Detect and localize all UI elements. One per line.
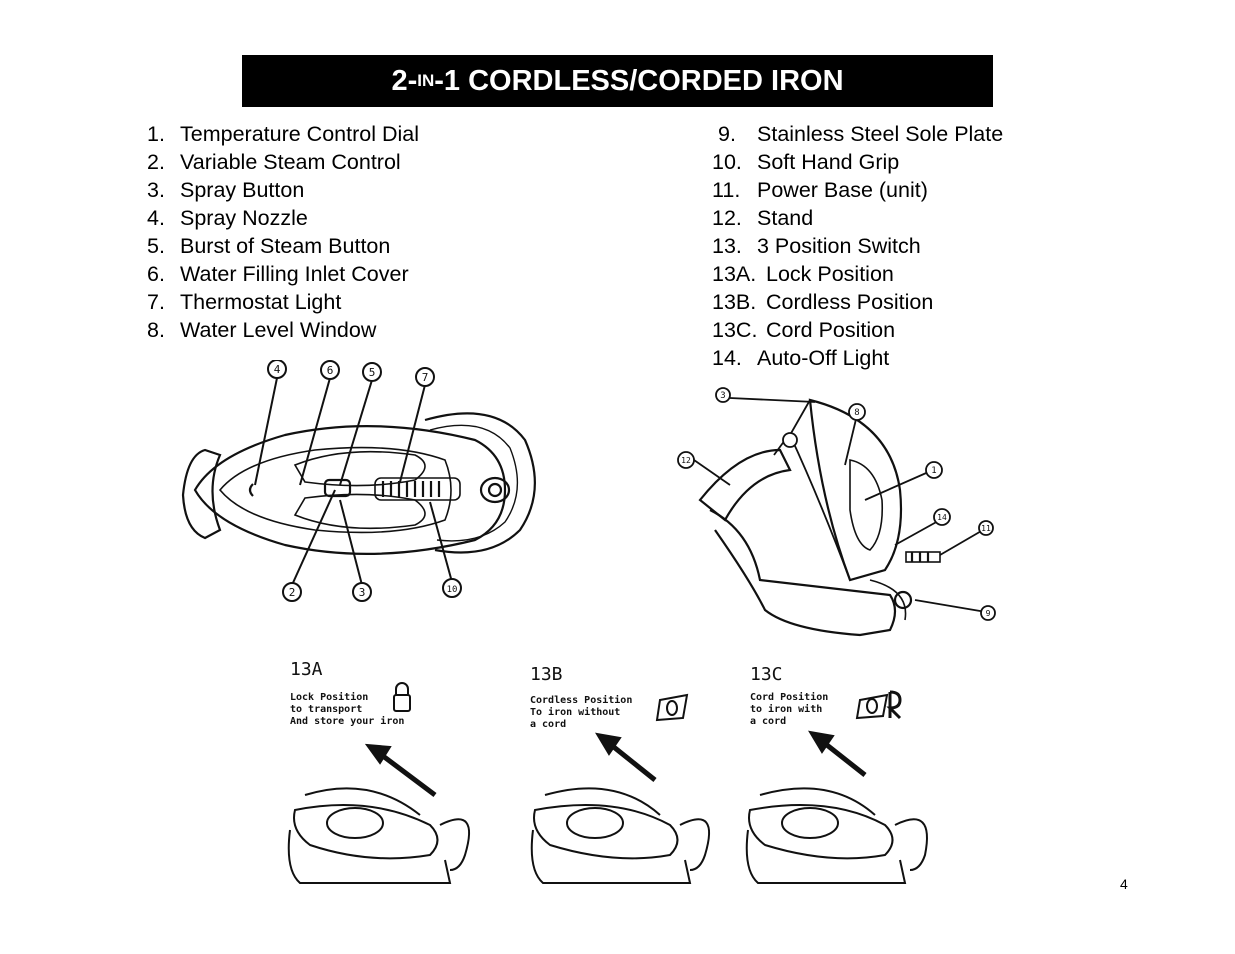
title-prefix: 2- [391, 64, 418, 97]
position-line: To iron without [530, 706, 620, 718]
position-code: 13A [290, 659, 323, 680]
position-13a-drawing: 13A Lock Position to transport And store… [287, 659, 470, 884]
item-number: 13B. [712, 290, 757, 314]
item-label: Thermostat Light [180, 290, 342, 314]
cordless-icon [655, 693, 689, 722]
position-13c-drawing: 13C Cord Position to iron with a cord [745, 664, 928, 884]
callout-label: 5 [369, 366, 376, 379]
iron-side-view-figure: 3 8 12 1 14 11 9 [670, 380, 1010, 640]
item-number: 11. [712, 178, 741, 202]
callout-label: 3 [720, 391, 725, 401]
item-label: Stand [757, 206, 814, 230]
position-13a-figure: 13A Lock Position to transport And store… [280, 655, 480, 890]
list-item: 13. 3 Position Switch [712, 232, 1003, 260]
iron-top-view-figure: 4 6 5 7 2 3 10 [175, 360, 545, 610]
position-13b-figure: 13B Cordless Position To iron without a … [525, 660, 725, 890]
item-number: 4. [147, 206, 165, 230]
callout-label: 10 [447, 585, 458, 595]
list-item: 14. Auto-Off Light [712, 344, 1003, 372]
list-item: 6. Water Filling Inlet Cover [147, 260, 419, 288]
list-item: 5. Burst of Steam Button [147, 232, 419, 260]
list-item: 12. Stand [712, 204, 1003, 232]
item-label: Soft Hand Grip [757, 150, 900, 174]
item-label: Water Level Window [180, 318, 377, 342]
position-13c-figure: 13C Cord Position to iron with a cord [740, 660, 940, 890]
item-number: 13A. [712, 262, 757, 286]
item-label: Temperature Control Dial [180, 122, 419, 146]
position-line: a cord [530, 719, 566, 730]
item-label: Cord Position [766, 318, 896, 342]
callout-label: 1 [931, 466, 936, 476]
list-item: 10. Soft Hand Grip [712, 148, 1003, 176]
cord-icon [855, 693, 889, 720]
list-item: 11. Power Base (unit) [712, 176, 1003, 204]
title-small-caps: IN [417, 71, 435, 90]
list-item: 2. Variable Steam Control [147, 148, 419, 176]
item-number: 14. [712, 346, 742, 370]
callout-label: 9 [986, 609, 991, 618]
position-code: 13C [750, 664, 783, 685]
item-number: 5. [147, 234, 165, 258]
list-item: 13B. Cordless Position [712, 288, 1003, 316]
list-item: 1. Temperature Control Dial [147, 120, 419, 148]
iron-top-view-drawing: 4 6 5 7 2 3 10 [181, 360, 536, 602]
item-number: 3. [147, 178, 165, 202]
item-label: Variable Steam Control [180, 150, 401, 174]
callout-label: 8 [854, 408, 859, 418]
callout-label: 3 [359, 586, 366, 599]
position-line: Cordless Position [530, 694, 632, 706]
position-line: Cord Position [750, 691, 828, 703]
list-item: 3. Spray Button [147, 176, 419, 204]
position-line: to iron with [750, 703, 822, 715]
position-code: 13B [530, 664, 563, 685]
callout-label: 12 [681, 456, 691, 465]
item-number: 13C. [712, 318, 758, 342]
item-label: Water Filling Inlet Cover [180, 262, 409, 286]
list-item: 7. Thermostat Light [147, 288, 419, 316]
item-number: 8. [147, 318, 165, 342]
parts-list-right: 9. Stainless Steel Sole Plate 10. Soft Han… [712, 120, 1003, 372]
item-label: Burst of Steam Button [180, 234, 391, 258]
position-line: Lock Position [290, 691, 368, 703]
item-label: Cordless Position [766, 290, 934, 314]
callout-label: 11 [981, 524, 991, 533]
callout-label: 14 [937, 513, 947, 522]
item-label: 3 Position Switch [757, 234, 921, 258]
item-label: Spray Nozzle [180, 206, 308, 230]
item-number: 9. [718, 122, 736, 146]
list-item: 9. Stainless Steel Sole Plate [712, 120, 1003, 148]
lock-icon [393, 694, 411, 712]
title-suffix: -1 CORDLESS/CORDED IRON [434, 64, 844, 97]
callout-label: 7 [422, 371, 429, 384]
lock-shackle [395, 682, 409, 695]
position-line: a cord [750, 716, 786, 727]
item-label: Lock Position [766, 262, 894, 286]
item-label: Auto-Off Light [757, 346, 890, 370]
position-line: And store your iron [290, 715, 404, 727]
list-item: 13A. Lock Position [712, 260, 1003, 288]
position-13b-drawing: 13B Cordless Position To iron without a … [530, 664, 710, 884]
item-number: 6. [147, 262, 165, 286]
page-number: 4 [1120, 876, 1128, 892]
item-label: Stainless Steel Sole Plate [757, 122, 1004, 146]
item-number: 1. [147, 122, 165, 146]
item-number: 2. [147, 150, 165, 174]
callout-label: 6 [327, 364, 334, 377]
parts-list-left: 1. Temperature Control Dial 2. Variable St… [147, 120, 419, 344]
list-item: 4. Spray Nozzle [147, 204, 419, 232]
item-label: Spray Button [180, 178, 305, 202]
item-number: 7. [147, 290, 165, 314]
page-title: 2-IN-1 CORDLESS/CORDED IRON [242, 55, 993, 107]
callout-label: 2 [289, 586, 296, 599]
position-line: to transport [290, 704, 362, 715]
list-item: 8. Water Level Window [147, 316, 419, 344]
callout-label: 4 [274, 363, 281, 376]
item-number: 13. [712, 234, 742, 258]
item-label: Power Base (unit) [757, 178, 928, 202]
list-item: 13C. Cord Position [712, 316, 1003, 344]
item-number: 10. [712, 150, 742, 174]
item-number: 12. [712, 206, 742, 230]
iron-side-view-drawing: 3 8 12 1 14 11 9 [677, 387, 996, 637]
